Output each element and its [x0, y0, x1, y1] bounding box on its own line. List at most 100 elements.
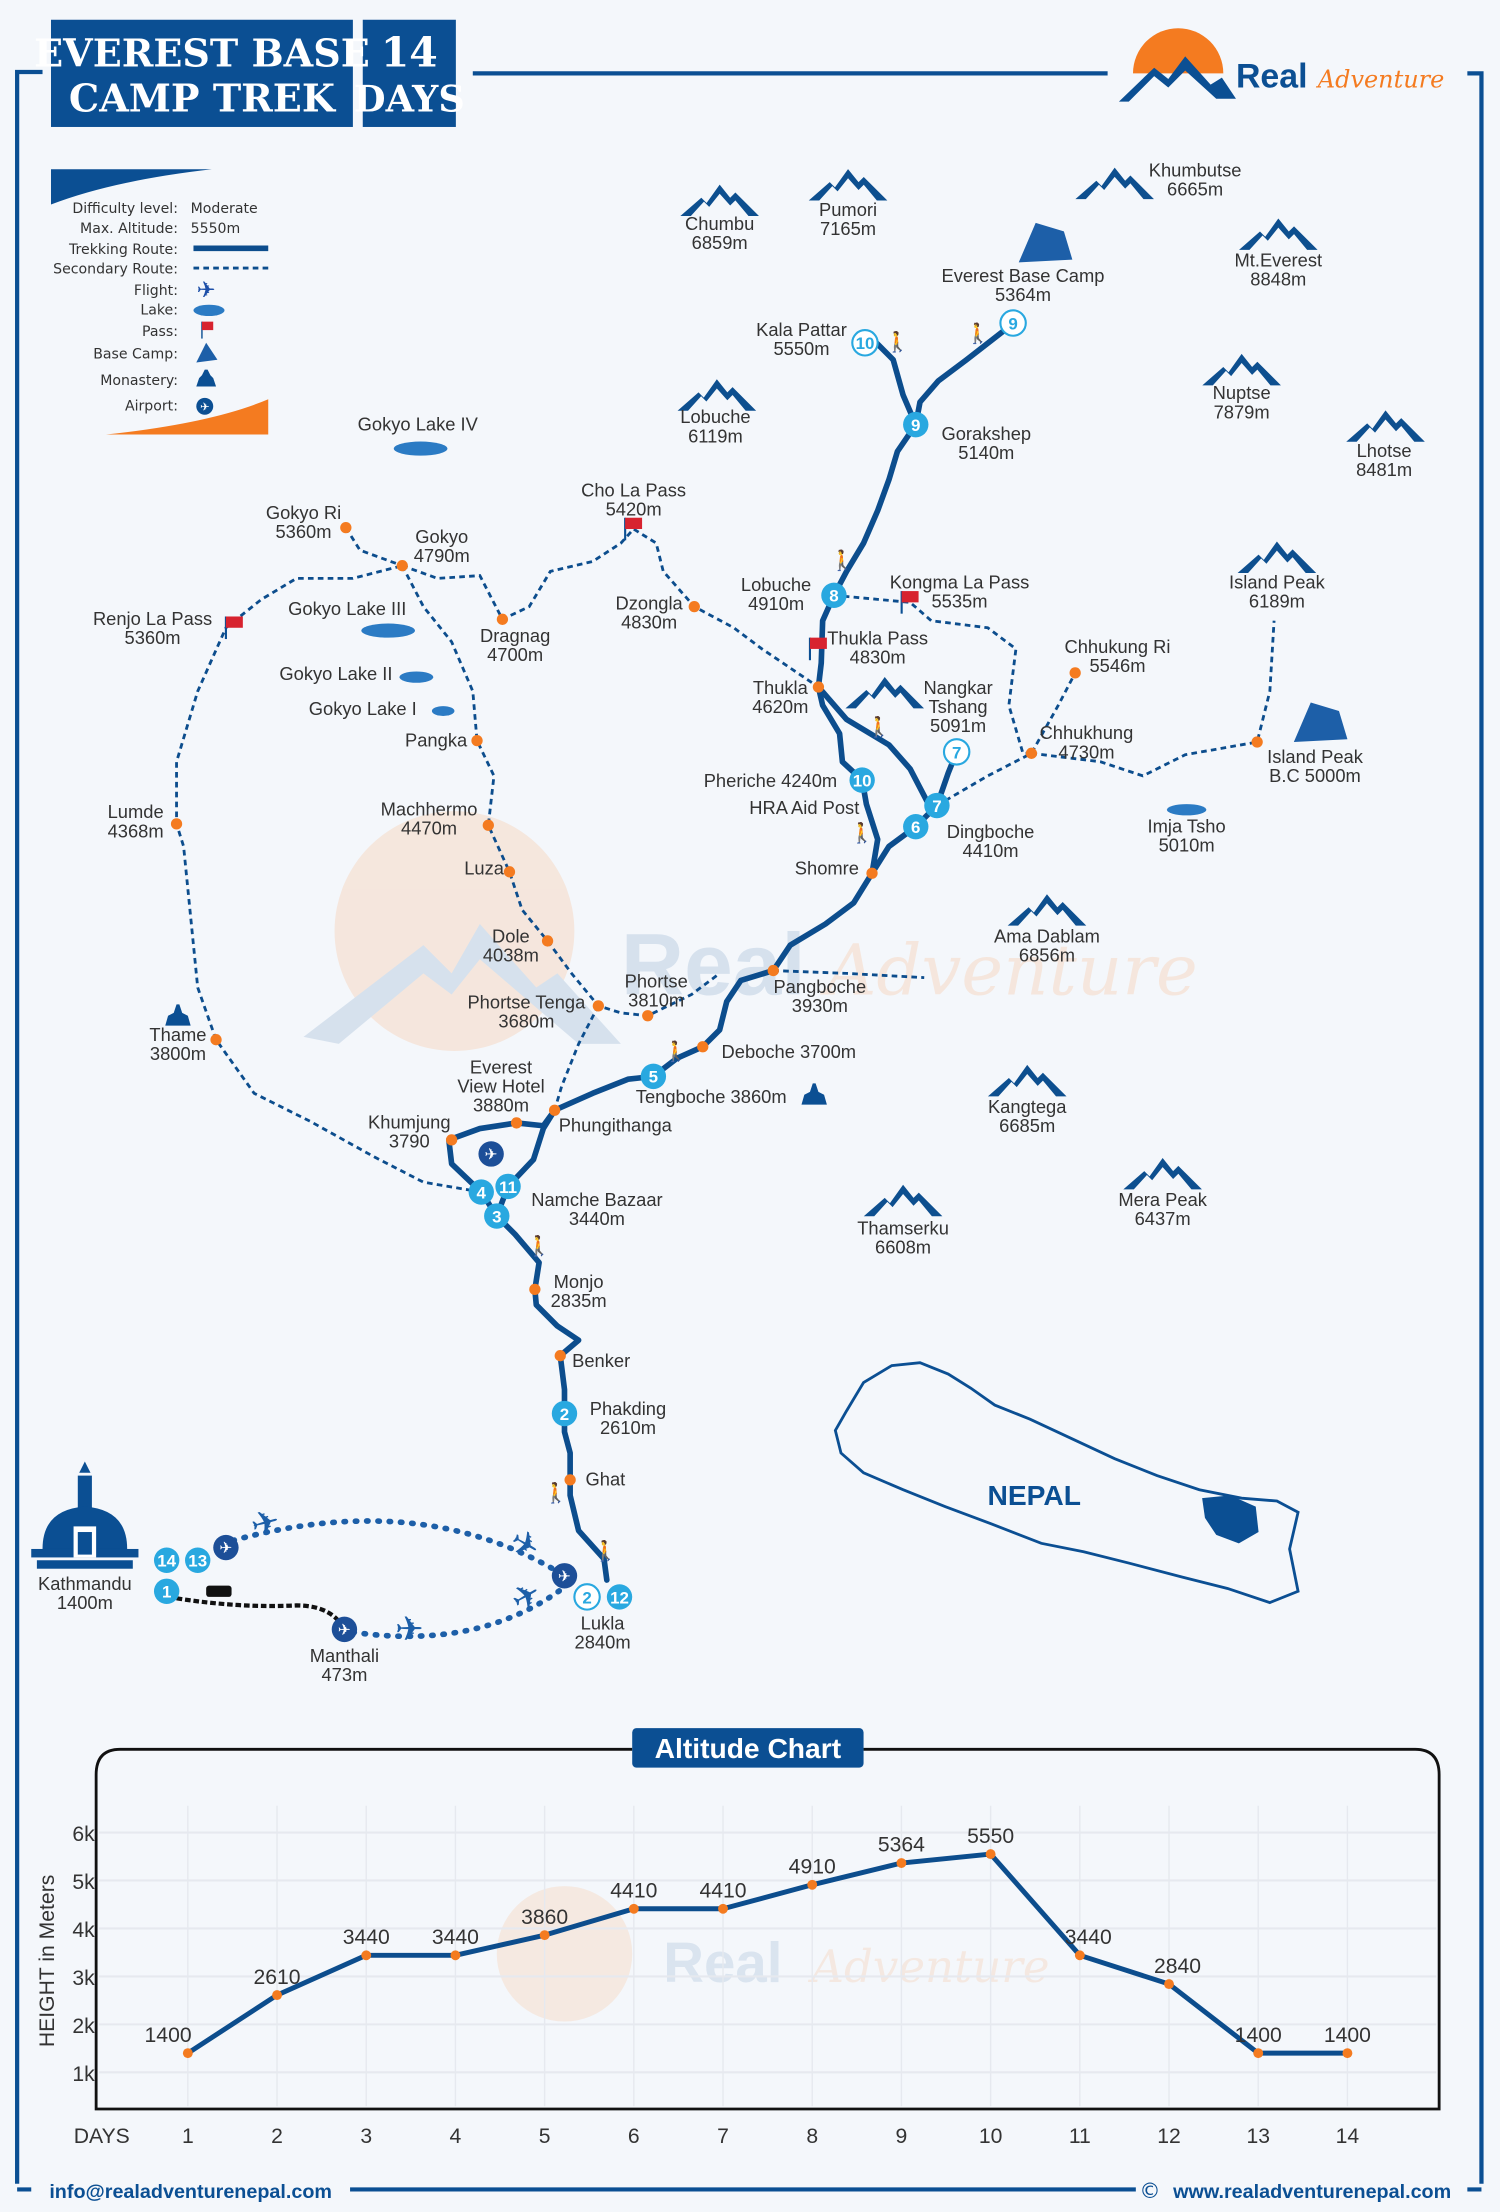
place-label-line: Phortse	[625, 970, 688, 991]
peak-label-line: 6608m	[875, 1236, 931, 1257]
place-label-line: Machhermo	[381, 798, 478, 819]
place-label-line: Gokyo Lake III	[288, 598, 406, 619]
airport-icon: ✈	[478, 1141, 504, 1167]
day-badge-number: 3	[492, 1207, 501, 1226]
title-block: EVEREST BASE CAMP TREK 14 DAYS	[34, 19, 465, 127]
place-label-line: View Hotel	[457, 1076, 544, 1097]
peak-label-line: 7879m	[1214, 401, 1270, 422]
place-label-line: 4830m	[850, 647, 906, 668]
svg-text:Adventure: Adventure	[819, 930, 1197, 1012]
monastery-icon	[801, 1083, 827, 1105]
day-badge: 14	[153, 1547, 180, 1573]
day-badge: 5	[640, 1063, 667, 1090]
altitude-value-label: 5550	[967, 1825, 1014, 1848]
place-label-line: Thukla Pass	[827, 628, 928, 649]
place-label-line: 4790m	[414, 545, 470, 566]
x-tick-label: 5	[539, 2125, 551, 2148]
footer-website[interactable]: www.realadventurenepal.com	[1172, 2181, 1451, 2203]
place-label-line: Tengboche 3860m	[636, 1086, 787, 1107]
waypoint-dot	[529, 1283, 541, 1296]
lake-icon	[361, 623, 415, 638]
place-label-line: Ghat	[586, 1468, 626, 1489]
day-badge-number: 5	[649, 1068, 658, 1087]
day-badge: 10	[849, 767, 875, 793]
place-label-line: Gokyo	[415, 526, 468, 547]
place-label-line: 5546m	[1089, 655, 1145, 676]
pass-flag-icon	[900, 591, 919, 614]
mountain-icon	[987, 1064, 1067, 1097]
day-badge-number: 1	[162, 1583, 171, 1602]
trekking-route	[815, 684, 932, 807]
flight-path-kathmandu-lukla	[230, 1518, 568, 1579]
peak-label-line: 6859m	[692, 232, 748, 253]
place-label-line: Phortse Tenga	[467, 992, 586, 1013]
everest-region-highlight	[1202, 1495, 1259, 1544]
place-label-line: Pangboche	[773, 976, 866, 997]
day-badge-number: 11	[499, 1178, 517, 1197]
place-label-line: B.C 5000m	[1269, 765, 1361, 786]
svg-text:✈: ✈	[338, 1621, 351, 1639]
altitude-value-label: 1400	[1235, 2024, 1282, 2047]
place-label-line: Everest Base Camp	[941, 265, 1104, 286]
legend-trekking-label: Trekking Route:	[68, 242, 178, 258]
place-label-line: Gokyo Lake II	[279, 663, 392, 684]
waypoint-dot	[1069, 667, 1081, 679]
nepal-label: NEPAL	[988, 1479, 1082, 1511]
place-label-line: 5364m	[995, 284, 1051, 305]
base-camp-tent-icon	[1293, 702, 1348, 743]
trekking-route	[912, 327, 1008, 428]
legend-difficulty-value: Moderate	[191, 201, 258, 217]
legend-basecamp-label: Base Camp:	[93, 346, 178, 362]
peak-label-line: Pumori	[819, 199, 877, 220]
peak-label-line: Nangkar	[923, 677, 992, 698]
altitude-point	[1253, 2048, 1264, 2059]
plane-icon: ✈	[197, 278, 216, 304]
day-badge: 7	[942, 738, 971, 766]
y-axis-label: HEIGHT in Meters	[36, 1875, 59, 2047]
place-label-line: 473m	[321, 1664, 367, 1685]
day-badge: 2	[573, 1583, 601, 1611]
x-axis-label: DAYS	[74, 2125, 130, 2148]
place-label-line: Chhukung Ri	[1065, 636, 1171, 657]
x-tick-label: 8	[806, 2125, 818, 2148]
day-badge: 7	[924, 792, 950, 819]
hiker-icon: 🚶	[527, 1235, 552, 1258]
waypoint-dot	[170, 818, 183, 830]
peak-label-line: 6665m	[1167, 178, 1223, 199]
place-label-line: 2610m	[600, 1417, 656, 1438]
y-tick-label: 3k	[72, 1967, 95, 1990]
place-label-line: Thukla	[753, 677, 809, 698]
altitude-value-label: 1400	[145, 2024, 192, 2047]
place-label-line: 5420m	[606, 499, 662, 520]
footer-email[interactable]: info@realadventurenepal.com	[49, 2181, 332, 2203]
day-badge: 1	[153, 1578, 180, 1604]
x-tick-label: 3	[360, 2125, 372, 2148]
place-label-line: Dzongla	[616, 592, 684, 613]
altitude-value-label: 3440	[1065, 1926, 1112, 1949]
place-label-line: Dingboche	[947, 821, 1035, 842]
secondary-route	[401, 565, 721, 1018]
altitude-value-label: 2610	[253, 1966, 300, 1989]
legend-airport-label: Airport:	[125, 399, 178, 415]
altitude-point	[896, 1858, 907, 1868]
mountain-icon	[680, 184, 759, 217]
secondary-route	[1031, 620, 1276, 778]
altitude-point	[450, 1950, 461, 1961]
legend-pass-label: Pass:	[142, 324, 178, 340]
trekking-route	[445, 1107, 610, 1583]
peak-label-line: Tshang	[929, 696, 988, 717]
lake-icon	[193, 304, 225, 316]
day-badge: 12	[606, 1584, 633, 1610]
place-label-line: 4620m	[752, 696, 808, 717]
day-badge: 4	[468, 1179, 494, 1205]
day-badge: 10	[851, 329, 879, 357]
day-badge: 9	[903, 411, 929, 438]
copyright-icon: ©	[1139, 2178, 1160, 2203]
place-label-line: Dragnag	[480, 625, 550, 646]
svg-text:✈: ✈	[558, 1567, 571, 1585]
days-number: 14	[381, 28, 438, 76]
day-badge-number: 10	[856, 334, 875, 353]
hiker-icon: 🚶	[885, 330, 910, 353]
mountain-icon	[1346, 410, 1425, 442]
